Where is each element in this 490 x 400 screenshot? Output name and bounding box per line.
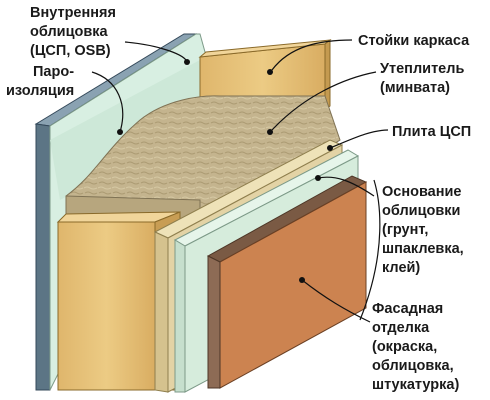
label-frame-studs: Стойки каркаса [358,33,470,49]
label-facade-finish: Фасадная отделка (окраска, облицовка, шт… [372,301,459,393]
leader-insulation [271,71,377,131]
label-cladding-base: Основание облицовки (грунт, шпаклевка, к… [382,184,468,276]
leader-cladding-base [317,176,375,197]
dot-frame-studs [267,69,273,75]
leader-vapor-barrier [91,71,124,133]
leader-csp-board [329,129,389,149]
dot-insulation [267,129,273,135]
label-csp-board: Плита ЦСП [392,124,471,140]
leader-frame-studs [271,39,353,71]
leader-cladding-base-2 [359,179,381,321]
leader-dots [117,59,333,283]
label-insulation: Утеплитель (минвата) [380,61,468,96]
dot-csp-board [327,145,333,151]
dot-vapor-barrier [117,129,123,135]
leader-facade-finish [301,279,371,323]
label-vapor-barrier: Паро- изоляция [6,64,78,99]
dot-inner-cladding [184,59,190,65]
dot-facade-finish [299,277,305,283]
leader-lines [91,39,389,323]
facade-finish-panel [206,175,368,389]
label-inner-cladding: Внутренняя облицовка (ЦСП, OSB) [30,5,120,59]
dot-cladding-base [315,175,321,181]
